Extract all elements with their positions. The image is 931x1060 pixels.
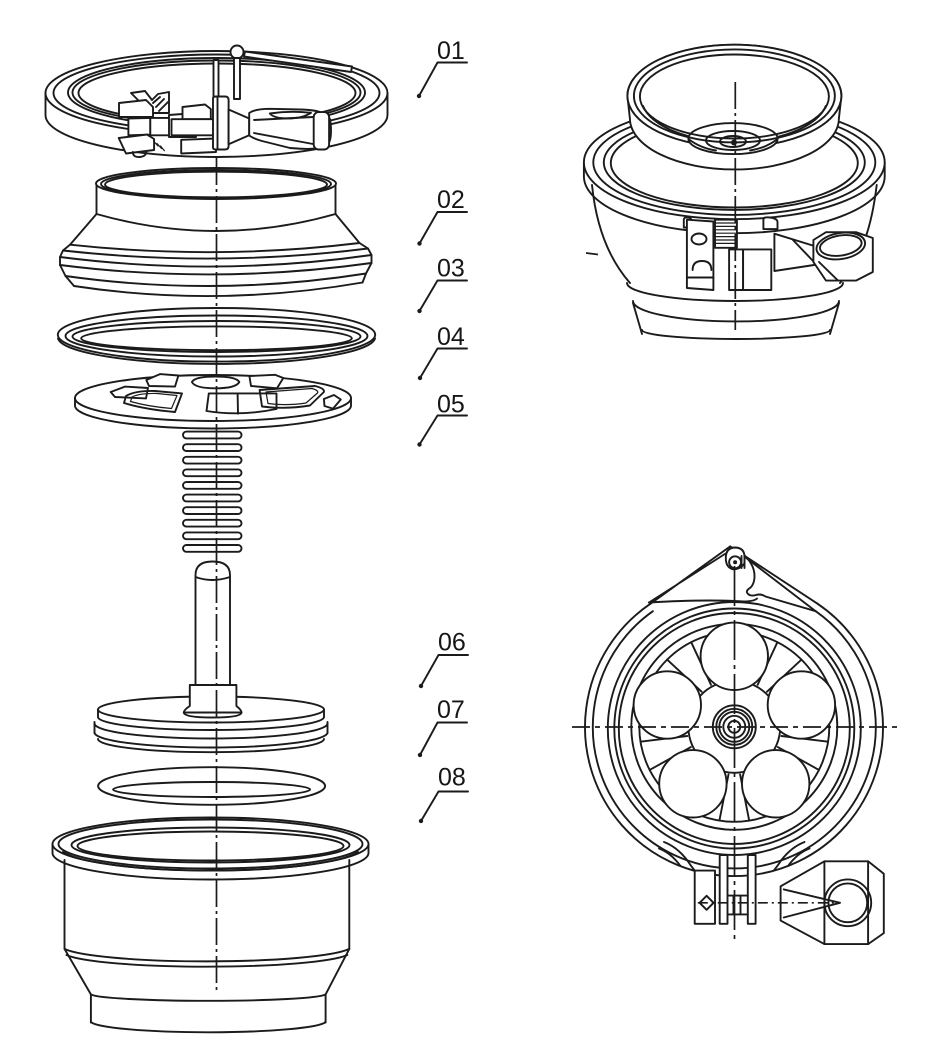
svg-text:07: 07: [437, 696, 465, 724]
svg-text:05: 05: [437, 391, 465, 419]
svg-text:03: 03: [437, 255, 465, 283]
svg-text:06: 06: [438, 629, 466, 657]
svg-text:08: 08: [438, 764, 466, 792]
svg-text:01: 01: [437, 37, 465, 65]
svg-text:04: 04: [437, 323, 465, 351]
svg-text:02: 02: [437, 186, 465, 214]
